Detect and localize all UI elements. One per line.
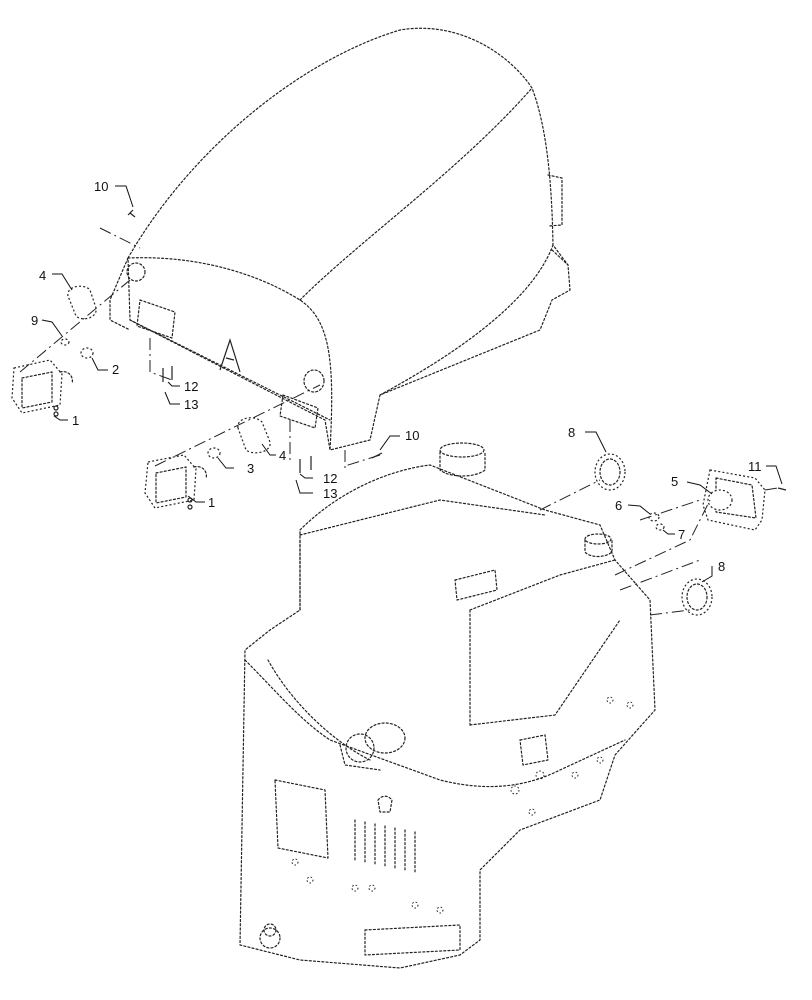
callout-10-lower: 10 bbox=[405, 428, 419, 443]
seal-ring-lower[interactable] bbox=[681, 578, 713, 616]
callout-3: 3 bbox=[247, 461, 254, 476]
callout-1-upper: 1 bbox=[72, 413, 79, 428]
hood-assembly bbox=[109, 27, 571, 451]
connector-7[interactable] bbox=[655, 523, 665, 531]
work-light-center[interactable] bbox=[144, 454, 207, 510]
seal-ring-upper[interactable] bbox=[594, 453, 626, 491]
callout-7: 7 bbox=[678, 527, 685, 542]
lens-cover-upper[interactable] bbox=[67, 285, 97, 320]
callout-labels: 10 4 9 2 1 12 13 3 4 12 13 1 10 8 5 6 7 … bbox=[31, 179, 762, 574]
lens-cover-lower[interactable] bbox=[237, 417, 271, 454]
leader-lines bbox=[41, 185, 783, 583]
grommet-9[interactable] bbox=[60, 338, 70, 346]
callout-2: 2 bbox=[112, 362, 119, 377]
bulb-lower[interactable] bbox=[207, 447, 221, 459]
callout-1-lower: 1 bbox=[208, 495, 215, 510]
screw-12-13-left[interactable] bbox=[162, 366, 173, 382]
tail-light-housing[interactable] bbox=[702, 469, 766, 531]
callout-4-upper: 4 bbox=[39, 268, 46, 283]
screw-11[interactable] bbox=[777, 487, 787, 491]
callout-13-right: 13 bbox=[323, 486, 337, 501]
bolt-10-upper[interactable] bbox=[127, 209, 136, 218]
callout-11: 11 bbox=[748, 459, 762, 474]
callout-13-left: 13 bbox=[184, 397, 198, 412]
callout-4-lower: 4 bbox=[279, 448, 286, 463]
bulb-upper[interactable] bbox=[80, 347, 94, 359]
callout-12-left: 12 bbox=[184, 379, 198, 394]
work-light-left[interactable] bbox=[11, 359, 73, 417]
callout-6: 6 bbox=[615, 498, 622, 513]
chassis-frame bbox=[239, 442, 656, 969]
callout-9: 9 bbox=[31, 313, 38, 328]
assembly-centerlines bbox=[19, 227, 779, 616]
screw-12-13-right[interactable] bbox=[299, 456, 312, 473]
callout-5: 5 bbox=[671, 474, 678, 489]
callout-10-upper: 10 bbox=[94, 179, 108, 194]
callout-8-lower: 8 bbox=[718, 559, 725, 574]
callout-12-right: 12 bbox=[323, 471, 337, 486]
callout-8-upper: 8 bbox=[568, 425, 575, 440]
